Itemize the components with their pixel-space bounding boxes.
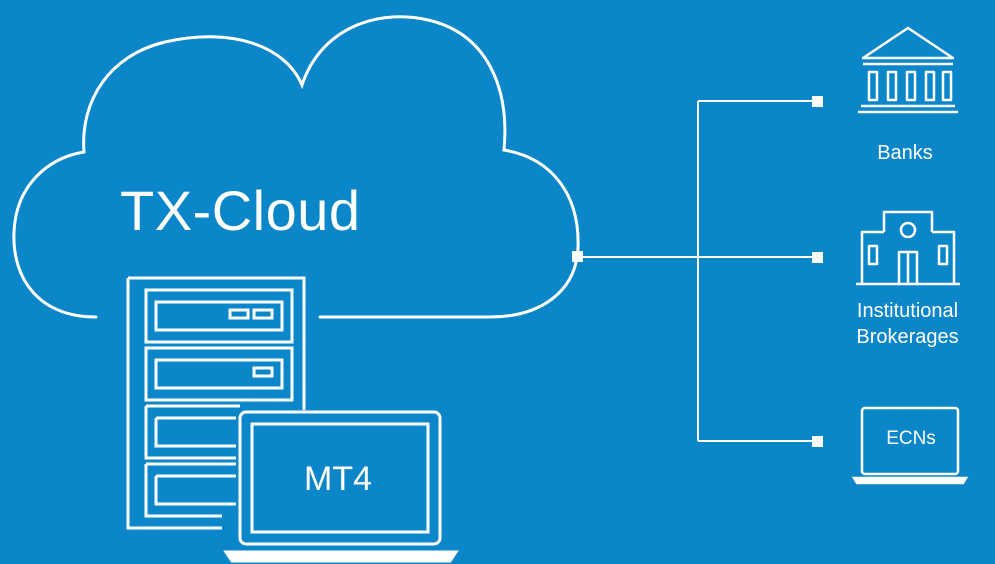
cloud-title: TX-Cloud [120, 179, 361, 242]
server-rack-icon [126, 276, 306, 530]
cloud-shape [12, 15, 580, 319]
laptop-icon [851, 406, 969, 485]
banks-label: Banks [877, 142, 933, 164]
brokerages-label: Institutional Brokerages [856, 300, 959, 348]
ecns-label: ECNs [886, 428, 936, 449]
connector-nodes [572, 96, 823, 447]
bank-icon [858, 26, 958, 114]
laptop-mt4-icon [223, 410, 459, 563]
institution-building-icon [856, 210, 960, 286]
laptop-label: MT4 [304, 460, 372, 498]
network-connectors [578, 100, 815, 442]
